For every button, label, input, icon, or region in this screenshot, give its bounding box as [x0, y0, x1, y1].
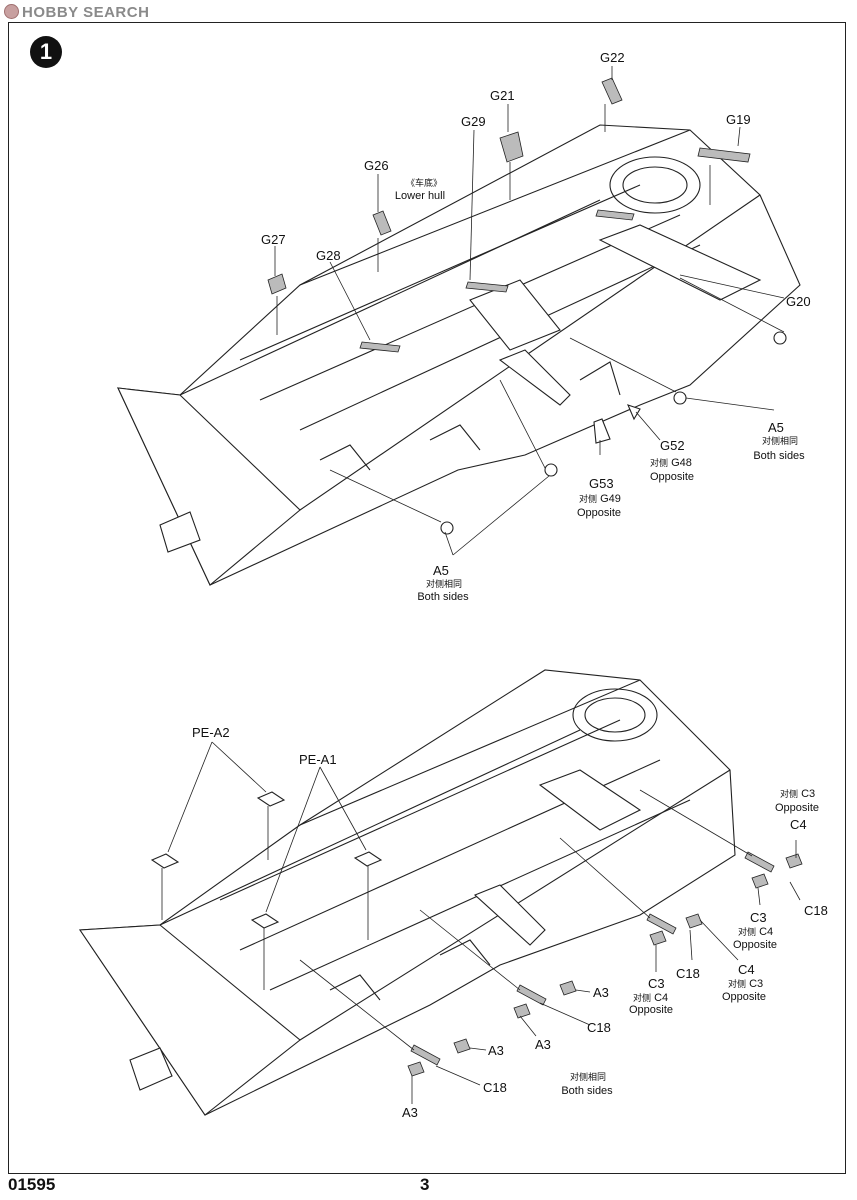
label-c18-r2: C18 — [676, 966, 700, 981]
step-badge: 1 — [30, 36, 62, 68]
a5-bottom-en: Both sides — [417, 591, 469, 603]
g48-en: Opposite — [650, 471, 695, 483]
g48-ref: G48 — [671, 457, 692, 469]
label-a5-bottom: A5 — [433, 563, 449, 578]
c4-mid-en: Opposite — [722, 991, 767, 1003]
lower-hull-cn: 《车底》 — [405, 178, 442, 188]
c3-top-line: 对侧 C3 — [780, 788, 815, 801]
label-c4-top: C4 — [790, 817, 807, 832]
both-sides-cn: 对侧相同 — [569, 1072, 606, 1082]
label-pe-a1: PE-A1 — [299, 752, 337, 767]
label-a5-right: A5 — [768, 420, 784, 435]
label-c3-mid: C3 — [750, 910, 767, 925]
top-parts — [267, 77, 787, 535]
c3-low-ref: C4 — [654, 992, 669, 1004]
bottom-leaders — [161, 741, 801, 1104]
a5-bottom-cn: 对侧相同 — [425, 579, 462, 589]
c4-mid-cn: 对侧 — [728, 979, 747, 989]
g49-ref: G49 — [600, 493, 621, 505]
label-a3-b: A3 — [402, 1105, 418, 1120]
c4-mid-ref: C3 — [749, 978, 764, 990]
both-sides-en: Both sides — [561, 1085, 613, 1097]
g49-en: Opposite — [577, 507, 622, 519]
label-g19: G19 — [726, 112, 751, 127]
page-frame — [8, 22, 846, 1174]
c3-top-en: Opposite — [775, 802, 820, 814]
label-a3-l: A3 — [488, 1043, 504, 1058]
label-g22: G22 — [600, 50, 625, 65]
g49-line: 对侧 G49 — [579, 493, 621, 506]
c3-low-en: Opposite — [629, 1004, 674, 1016]
label-c3-low: C3 — [648, 976, 665, 991]
c3-mid-line: 对侧 C4 — [738, 926, 773, 939]
logo-icon — [4, 4, 19, 19]
g48-cn: 对侧 — [650, 458, 669, 468]
c3-mid-ref: C4 — [759, 926, 774, 938]
bottom-parts — [150, 791, 803, 1077]
c4-mid-line: 对侧 C3 — [728, 978, 763, 991]
a5-right-en: Both sides — [753, 450, 805, 462]
label-g26: G26 — [364, 158, 389, 173]
label-c4-mid: C4 — [738, 962, 755, 977]
label-pe-a2: PE-A2 — [192, 725, 230, 740]
label-g21: G21 — [490, 88, 515, 103]
label-a3-m: A3 — [535, 1037, 551, 1052]
lower-hull-en: Lower hull — [394, 190, 446, 202]
page-number: 3 — [420, 1175, 430, 1194]
c3-top-ref: C3 — [801, 788, 816, 800]
label-g53: G53 — [589, 476, 614, 491]
watermark-text: HOBBY SEARCH — [22, 4, 150, 21]
c3-top-cn: 对侧 — [780, 789, 799, 799]
label-c18-l: C18 — [483, 1080, 507, 1095]
label-c18-r1: C18 — [804, 903, 828, 918]
label-g52: G52 — [660, 438, 685, 453]
label-g28: G28 — [316, 248, 341, 263]
g48-line: 对侧 G48 — [650, 457, 692, 470]
label-g27: G27 — [261, 232, 286, 247]
product-code: 01595 — [8, 1175, 56, 1194]
c3-mid-en: Opposite — [733, 939, 778, 951]
label-g29: G29 — [461, 114, 486, 129]
c3-mid-cn: 对侧 — [738, 927, 757, 937]
g49-cn: 对侧 — [579, 494, 598, 504]
bottom-hull — [79, 669, 736, 1116]
watermark: HOBBY SEARCH — [4, 4, 149, 21]
c3-low-cn: 对侧 — [633, 993, 652, 1003]
label-g20: G20 — [786, 294, 811, 309]
top-hull — [117, 124, 801, 586]
top-leaders — [274, 66, 785, 556]
label-c18-r3: C18 — [587, 1020, 611, 1035]
label-a3-r: A3 — [593, 985, 609, 1000]
c3-low-line: 对侧 C4 — [633, 992, 668, 1005]
a5-right-cn: 对侧相同 — [761, 436, 798, 446]
